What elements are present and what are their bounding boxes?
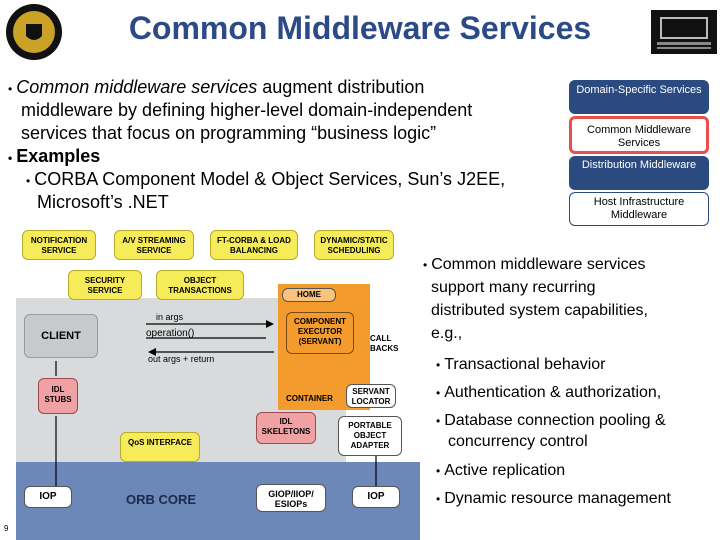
examples-heading: •Examples bbox=[8, 145, 100, 170]
intro-line-1: •Common middleware services augment dist… bbox=[8, 76, 424, 101]
right-item-text: Active replication bbox=[444, 462, 566, 479]
middleware-architecture-diagram: NOTIFICATION SERVICE A/V STREAMING SERVI… bbox=[16, 226, 420, 540]
component-executor-box: COMPONENT EXECUTOR (SERVANT) bbox=[286, 312, 354, 354]
bullet-icon: • bbox=[436, 492, 441, 506]
qos-interface-box: QoS INTERFACE bbox=[120, 432, 200, 462]
idl-stubs-box: IDL STUBS bbox=[38, 378, 78, 414]
right-item-text: Transactional behavior bbox=[444, 356, 606, 373]
idl-skeletons-box: IDL SKELETONS bbox=[256, 412, 316, 444]
right-lead-4: e.g., bbox=[431, 325, 463, 342]
right-item: •Database connection pooling & bbox=[436, 410, 666, 432]
servant-locator-box: SERVANT LOCATOR bbox=[346, 384, 396, 408]
example-line-1: •CORBA Component Model & Object Services… bbox=[26, 168, 505, 193]
layer-domain-specific: Domain-Specific Services bbox=[569, 80, 709, 114]
client-box: CLIENT bbox=[24, 314, 98, 358]
institute-logo bbox=[651, 10, 717, 54]
notification-service-box: NOTIFICATION SERVICE bbox=[22, 230, 96, 260]
layer-host-infrastructure: Host Infrastructure Middleware bbox=[569, 192, 709, 226]
bullet-icon: • bbox=[8, 82, 13, 96]
in-args-label: in args bbox=[156, 312, 184, 322]
operation-label: operation() bbox=[146, 328, 195, 339]
bullet-icon: • bbox=[8, 151, 13, 165]
right-item-continued: concurrency control bbox=[448, 433, 588, 450]
layer-distribution: Distribution Middleware bbox=[569, 156, 709, 190]
layer-common-middleware: Common Middleware Services bbox=[569, 116, 709, 154]
intro-line-2: middleware by defining higher-level doma… bbox=[21, 100, 473, 120]
right-item: •Authentication & authorization, bbox=[436, 382, 661, 404]
iop-right-box: IOP bbox=[352, 486, 400, 508]
object-transactions-box: OBJECT TRANSACTIONS bbox=[156, 270, 244, 300]
right-lead-1-text: Common middleware services bbox=[431, 256, 646, 273]
university-seal-logo bbox=[6, 4, 62, 60]
page-title: Common Middleware Services bbox=[128, 10, 592, 46]
bullet-icon: • bbox=[436, 414, 441, 428]
security-service-box: SECURITY SERVICE bbox=[68, 270, 142, 300]
dynamic-static-box: DYNAMIC/STATIC SCHEDULING bbox=[314, 230, 394, 260]
examples-label: Examples bbox=[16, 146, 101, 166]
home-box: HOME bbox=[282, 288, 336, 302]
right-item-text: Database connection pooling & bbox=[444, 412, 666, 429]
bullet-icon: • bbox=[423, 258, 428, 272]
intro-italic: Common middleware services bbox=[16, 77, 258, 97]
intro-line-1-rest: augment distribution bbox=[257, 77, 425, 97]
right-lead-2: support many recurring bbox=[431, 279, 596, 296]
right-lead-1: •Common middleware services bbox=[423, 254, 646, 276]
portable-object-adapter-box: PORTABLE OBJECT ADAPTER bbox=[338, 416, 402, 456]
bullet-icon: • bbox=[436, 464, 441, 478]
slide-number: 9 bbox=[4, 524, 9, 533]
right-item-text: Dynamic resource management bbox=[444, 490, 671, 507]
example-line-1-text: CORBA Component Model & Object Services,… bbox=[34, 169, 506, 189]
bullet-icon: • bbox=[436, 386, 441, 400]
container-label: CONTAINER bbox=[286, 394, 333, 403]
example-line-2: Microsoft’s .NET bbox=[37, 192, 169, 212]
bullet-icon: • bbox=[436, 358, 441, 372]
iop-left-box: IOP bbox=[24, 486, 72, 508]
av-streaming-box: A/V STREAMING SERVICE bbox=[114, 230, 194, 260]
right-item-text: Authentication & authorization, bbox=[444, 384, 662, 401]
right-lead-3: distributed system capabilities, bbox=[431, 302, 648, 319]
call-backs-label: CALL BACKS bbox=[370, 334, 399, 353]
out-args-label: out args + return bbox=[148, 354, 215, 364]
right-item: •Dynamic resource management bbox=[436, 488, 671, 510]
ft-corba-box: FT-CORBA & LOAD BALANCING bbox=[210, 230, 298, 260]
right-item: •Transactional behavior bbox=[436, 354, 605, 376]
giop-box: GIOP/IIOP/ ESIOPs bbox=[256, 484, 326, 512]
intro-line-3: services that focus on programming “busi… bbox=[21, 123, 437, 143]
right-item: •Active replication bbox=[436, 460, 565, 482]
bullet-icon: • bbox=[26, 174, 31, 188]
orb-core-label: ORB CORE bbox=[126, 492, 197, 507]
